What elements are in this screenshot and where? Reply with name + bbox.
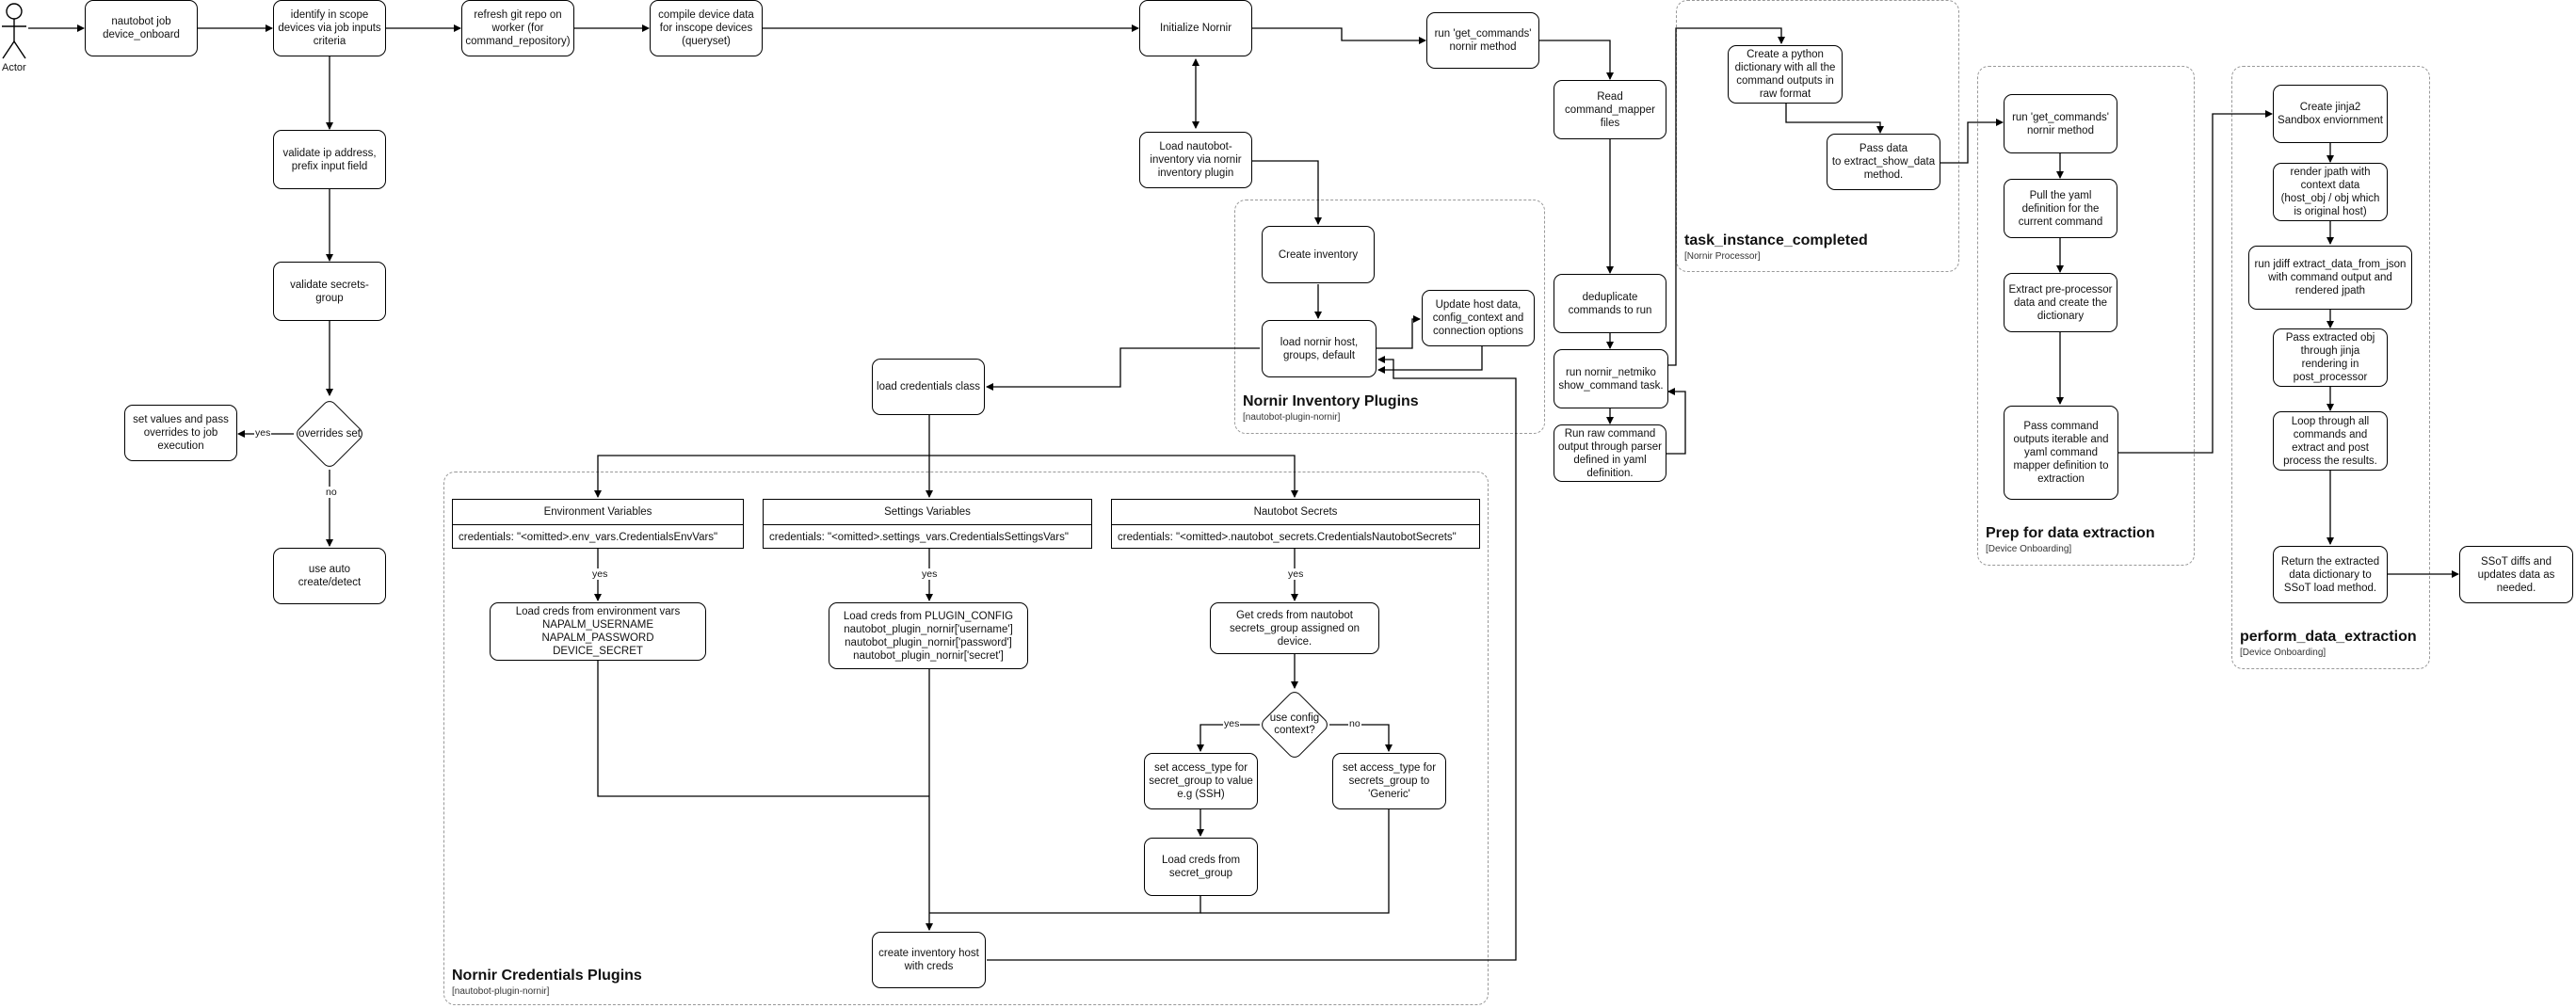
decision-label: use config context? — [1269, 712, 1320, 736]
class-field: credentials: "<omitted>.env_vars.Credent… — [459, 532, 718, 543]
edge-createdict-passextract — [1785, 104, 1884, 134]
pull-yaml-node: Pull the yaml definition for the current… — [2004, 179, 2117, 238]
edge-loadinv-createinv — [1252, 160, 1322, 225]
env-vars-class: Environment Variables credentials: "<omi… — [452, 499, 744, 549]
edge-label-yes: yes — [1223, 718, 1241, 729]
decision-label: overrides set — [298, 427, 361, 440]
edge-credsclass-env — [594, 455, 929, 498]
actor-label: Actor — [2, 62, 26, 73]
edge-passcmd-jinja — [2118, 110, 2273, 454]
load-env-creds-node: Load creds from environment vars NAPALM_… — [490, 602, 706, 661]
loop-all-commands-node: Loop through all commands and extract an… — [2273, 411, 2388, 471]
edge-label-yes: yes — [921, 568, 939, 580]
pass-extracted-obj-node: Pass extracted obj through jinja renderi… — [2273, 328, 2388, 387]
return-extracted-node: Return the extracted data dictionary to … — [2273, 546, 2388, 603]
create-python-dict-node: Create a python dictionary with all the … — [1728, 45, 1843, 104]
render-jpath-node: render jpath with context data (host_obj… — [2273, 163, 2388, 221]
edge-loadhost-credsclass — [986, 347, 1260, 391]
pass-to-extract-node: Pass data to extract_show_data method. — [1827, 134, 1940, 190]
set-access-type-ssh-node: set access_type for secret_group to valu… — [1144, 753, 1258, 809]
validate-ip-node: validate ip address, prefix input field — [273, 130, 386, 189]
edge-init-getcmd — [1252, 27, 1426, 44]
class-field: credentials: "<omitted>.settings_vars.Cr… — [769, 532, 1069, 543]
actor-icon — [2, 3, 26, 59]
edge-update-loadhost — [1377, 344, 1483, 374]
load-plugin-config-creds-node: Load creds from PLUGIN_CONFIG nautobot_p… — [829, 602, 1028, 669]
extract-preprocessor-node: Extract pre-processor data and create th… — [2004, 273, 2117, 332]
validate-secrets-node: validate secrets- group — [273, 262, 386, 321]
create-inventory-node: Create inventory — [1262, 226, 1375, 283]
group-title: Nornir Credentials Plugins — [452, 968, 642, 984]
edge-label-no: no — [1348, 718, 1361, 729]
edge-loadhost-update — [1377, 315, 1421, 349]
read-command-mapper-node: Read command_mapper files — [1554, 80, 1666, 139]
edge-loadsecret-createhost — [929, 896, 1201, 914]
class-header: Settings Variables — [764, 500, 1091, 525]
create-inventory-host-node: create inventory host with creds — [872, 932, 986, 988]
group-title: task_instance_completed — [1684, 232, 1868, 248]
nautobot-secrets-class: Nautobot Secrets credentials: "<omitted>… — [1111, 499, 1480, 549]
pass-command-outputs-node: Pass command outputs iterable and yaml c… — [2004, 406, 2118, 500]
initialize-nornir-node: Initialize Nornir — [1139, 0, 1252, 56]
class-header: Environment Variables — [453, 500, 743, 525]
load-credentials-class-node: load credentials class — [872, 359, 985, 415]
deduplicate-commands-node: deduplicate commands to run — [1554, 274, 1666, 333]
ssot-diffs-node: SSoT diffs and updates data as needed. — [2459, 546, 2573, 603]
edge-getcmd-read — [1539, 40, 1614, 80]
group-title: Prep for data extraction — [1986, 525, 2155, 541]
group-subtitle: [Device Onboarding] — [2240, 648, 2326, 658]
group-credentials-plugins — [443, 472, 1489, 1005]
prep-run-get-commands-node: run 'get_commands' nornir method — [2004, 94, 2117, 153]
refresh-git-repo-node: refresh git repo on worker (for command_… — [461, 0, 574, 56]
create-jinja-node: Create jinja2 Sandbox enviornment — [2273, 85, 2388, 143]
edge-generic-createhost — [1200, 809, 1390, 914]
overrides-set-decision: overrides set — [294, 398, 365, 470]
set-access-type-generic-node: set access_type for secrets_group to 'Ge… — [1332, 753, 1446, 809]
group-subtitle: [Device Onboarding] — [1986, 544, 2072, 554]
load-inventory-node: Load nautobot- inventory via nornir inve… — [1139, 132, 1252, 188]
class-field: credentials: "<omitted>.nautobot_secrets… — [1118, 532, 1457, 543]
run-jdiff-node: run jdiff extract_data_from_json with co… — [2248, 246, 2412, 310]
edge-loadenv-createhost — [597, 661, 929, 797]
use-auto-node: use auto create/detect — [273, 548, 386, 604]
class-header: Nautobot Secrets — [1112, 500, 1479, 525]
load-from-secret-group-node: Load creds from secret_group — [1144, 838, 1258, 896]
group-subtitle: [Nornir Processor] — [1684, 251, 1761, 262]
set-values-node: set values and pass overrides to job exe… — [124, 405, 237, 461]
group-title: perform_data_extraction — [2240, 629, 2417, 645]
run-netmiko-node: run nornir_netmiko show_command task. — [1554, 349, 1668, 408]
edge-label-yes: yes — [1287, 568, 1305, 580]
edge-passextract-preprun — [1940, 119, 2004, 164]
group-perform-data-extraction — [2231, 66, 2430, 669]
identify-devices-node: identify in scope devices via job inputs… — [273, 0, 386, 56]
group-subtitle: [nautobot-plugin-nornir] — [452, 986, 550, 997]
get-secrets-group-node: Get creds from nautobot secrets_group as… — [1210, 602, 1379, 654]
group-prep-data-extraction — [1977, 66, 2195, 566]
use-config-context-decision: use config context? — [1259, 689, 1330, 760]
edge-netmiko-createdict — [1668, 27, 1785, 366]
edge-label-yes: yes — [591, 568, 609, 580]
edge-createhost-loadhost — [987, 356, 1517, 961]
edge-label-yes: yes — [254, 427, 272, 439]
edge-raw-netmiko — [1666, 388, 1686, 455]
nautobot-job-node: nautobot job device_onboard — [85, 0, 198, 56]
group-title: Nornir Inventory Plugins — [1243, 393, 1419, 409]
group-inventory-plugins — [1234, 200, 1545, 434]
group-subtitle: [nautobot-plugin-nornir] — [1243, 412, 1341, 423]
run-raw-command-node: Run raw command output through parser de… — [1554, 424, 1666, 482]
edge-label-no: no — [325, 487, 338, 498]
compile-device-data-node: compile device data for inscope devices … — [650, 0, 763, 56]
load-nornir-host-node: load nornir host, groups, default — [1262, 320, 1377, 377]
edge-credsclass-secrets — [929, 455, 1298, 498]
settings-vars-class: Settings Variables credentials: "<omitte… — [763, 499, 1092, 549]
run-get-commands-node: run 'get_commands' nornir method — [1426, 12, 1539, 69]
update-host-data-node: Update host data, config_context and con… — [1422, 290, 1535, 346]
